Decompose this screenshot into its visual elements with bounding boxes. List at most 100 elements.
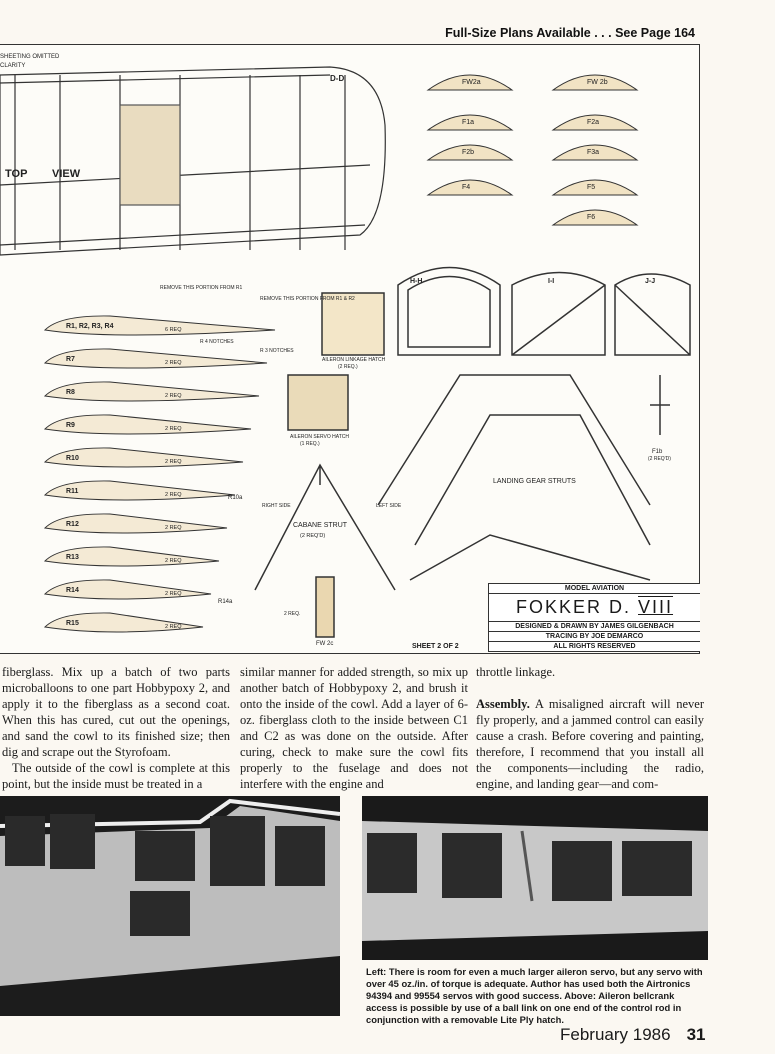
remove-note: REMOVE THIS PORTION FROM R1 & R2 bbox=[260, 296, 355, 302]
wing-rib-template bbox=[43, 348, 268, 369]
plan-svg: TOP VIEW D-D SHEETING OMITTED CLARITY FW… bbox=[0, 54, 691, 647]
photo-left-image bbox=[0, 796, 340, 1016]
r14a-label: R14a bbox=[218, 599, 233, 605]
rib-label: R13 bbox=[66, 554, 79, 561]
subhead: Assembly. bbox=[476, 697, 530, 711]
view-label: VIEW bbox=[52, 168, 81, 180]
article-column-1: fiberglass. Mix up a batch of two parts … bbox=[2, 664, 230, 792]
notch-note: R 3 NOTCHES bbox=[260, 348, 294, 354]
rib-qty: 2 REQ bbox=[165, 492, 182, 498]
former-shape bbox=[551, 74, 639, 91]
rib-label: R9 bbox=[66, 422, 75, 429]
plans-drawing: TOP VIEW D-D SHEETING OMITTED CLARITY FW… bbox=[0, 44, 700, 654]
remove-note: REMOVE THIS PORTION FROM R1 bbox=[160, 285, 243, 291]
wing-rib-template bbox=[43, 546, 220, 567]
wing-rib-template bbox=[43, 579, 212, 600]
paragraph: Assembly. A misaligned aircraft will nev… bbox=[476, 696, 704, 792]
former-shape bbox=[426, 144, 514, 161]
fuselage-sections bbox=[254, 266, 691, 638]
paragraph: fiberglass. Mix up a batch of two parts … bbox=[2, 665, 230, 759]
rib-label: R10 bbox=[66, 455, 79, 462]
paragraph: similar manner for added strength, so mi… bbox=[240, 665, 468, 791]
left-side-label: LEFT SIDE bbox=[376, 503, 402, 509]
wing-rib-template bbox=[43, 414, 252, 435]
former-label: FW 2b bbox=[587, 79, 608, 86]
paragraph-text: A misaligned aircraft will never fly pro… bbox=[476, 697, 704, 791]
wing-rib-template bbox=[43, 480, 236, 501]
designer: DESIGNED & DRAWN BY JAMES GILGENBACH bbox=[489, 622, 700, 632]
plans-notice: Full-Size Plans Available . . . See Page… bbox=[445, 26, 695, 40]
rib-qty: 6 REQ bbox=[165, 327, 182, 333]
wing-top-view bbox=[0, 66, 386, 256]
former-shape bbox=[551, 114, 639, 131]
section-dd-label: D-D bbox=[330, 74, 344, 83]
section-ii-label: I-I bbox=[548, 278, 554, 285]
section-hh-label: H-H bbox=[410, 278, 422, 285]
top-label: TOP bbox=[5, 168, 27, 180]
photo-caption: Left: There is room for even a much larg… bbox=[366, 966, 703, 1025]
note-label: CLARITY bbox=[0, 63, 25, 69]
former-shape bbox=[426, 179, 514, 196]
rib-qty: 2 REQ bbox=[165, 624, 182, 630]
former-label: F4 bbox=[462, 184, 470, 191]
rib-qty: 2 REQ bbox=[165, 393, 182, 399]
cabane-qty: (2 REQ'D) bbox=[300, 533, 325, 539]
linkage-hatch-qty: (2 REQ.) bbox=[338, 364, 358, 370]
rib-label: R15 bbox=[66, 620, 79, 627]
paragraph: The outside of the cowl is complete at t… bbox=[2, 761, 230, 791]
page-number: 31 bbox=[686, 1025, 706, 1044]
issue-date: February 1986 bbox=[560, 1025, 671, 1044]
r10a-label: R10a bbox=[228, 495, 243, 501]
model-numeral: VIII bbox=[638, 597, 674, 617]
linkage-hatch-label: AILERON LINKAGE HATCH bbox=[322, 357, 386, 363]
f1b-label: F1b bbox=[652, 449, 663, 455]
former-label: F2b bbox=[462, 149, 474, 156]
rib-qty: 2 REQ bbox=[165, 525, 182, 531]
former-shape bbox=[551, 144, 639, 161]
photo-right bbox=[362, 796, 708, 960]
rib-qty: 2 REQ bbox=[165, 591, 182, 597]
section-jj-label: J-J bbox=[645, 278, 655, 285]
former-label: F1a bbox=[462, 119, 474, 126]
notch-note: R 4 NOTCHES bbox=[200, 339, 234, 345]
rib-label: R11 bbox=[66, 488, 79, 495]
wing-rib-template bbox=[43, 447, 244, 468]
wing-rib-template bbox=[43, 513, 228, 534]
cabane-label: CABANE STRUT bbox=[293, 522, 348, 529]
former-label: F2a bbox=[587, 119, 599, 126]
rib-qty: 2 REQ bbox=[165, 558, 182, 564]
photo-right-image bbox=[362, 796, 708, 960]
model-name: FOKKER D. bbox=[515, 597, 631, 617]
former-label: F5 bbox=[587, 184, 595, 191]
rib-qty: 2 REQ bbox=[165, 459, 182, 465]
former-shape bbox=[426, 114, 514, 131]
paragraph: throttle linkage. bbox=[476, 665, 556, 679]
landing-gear-label: LANDING GEAR STRUTS bbox=[493, 478, 576, 485]
fw2c-label: FW 2c bbox=[316, 641, 333, 647]
f1b-qty: (2 REQ'D) bbox=[648, 456, 671, 462]
article-column-3: throttle linkage. Assembly. A misaligned… bbox=[476, 664, 704, 792]
wing-rib-template bbox=[43, 381, 260, 402]
rib-label: R8 bbox=[66, 389, 75, 396]
qty-label: 2 REQ. bbox=[284, 611, 300, 617]
servo-hatch-qty: (1 REQ.) bbox=[300, 441, 320, 447]
magazine-name: MODEL AVIATION bbox=[489, 584, 700, 594]
sheet-number: SHEET 2 OF 2 bbox=[412, 643, 459, 650]
former-label: FW2a bbox=[462, 79, 481, 86]
tracing-credit: TRACING BY JOE DEMARCO bbox=[489, 632, 700, 642]
wing-rib-template bbox=[43, 612, 204, 633]
rib-label: R14 bbox=[66, 587, 79, 594]
former-shape bbox=[551, 209, 639, 226]
wing-rib-template bbox=[43, 315, 276, 336]
photo-left bbox=[0, 796, 340, 1016]
rib-qty: 2 REQ bbox=[165, 426, 182, 432]
rib-label: R1, R2, R3, R4 bbox=[66, 323, 114, 330]
rib-label: R12 bbox=[66, 521, 79, 528]
former-label: F6 bbox=[587, 214, 595, 221]
note-label: SHEETING OMITTED bbox=[0, 54, 60, 60]
former-label: F3a bbox=[587, 149, 599, 156]
article-column-2: similar manner for added strength, so mi… bbox=[240, 664, 468, 792]
rib-qty: 2 REQ bbox=[165, 360, 182, 366]
servo-hatch-label: AILERON SERVO HATCH bbox=[290, 434, 349, 440]
former-shape bbox=[551, 179, 639, 196]
